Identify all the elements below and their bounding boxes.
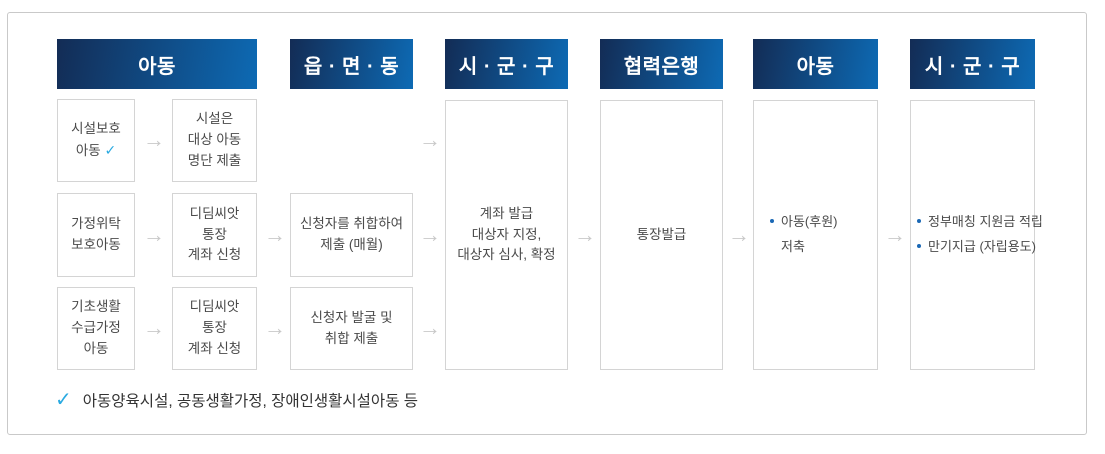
- flow-arrow: →: [419, 222, 441, 247]
- box-line: 기초생활: [71, 299, 121, 315]
- bullet-text-continued: 저축: [781, 239, 805, 254]
- footnote: ✓ 아동양육시설, 공동생활가정, 장애인생활시설아동 등: [55, 389, 418, 411]
- box-line-text: 아동: [75, 143, 101, 158]
- flow-arrow: →: [419, 127, 441, 152]
- header-eup-myeon-dong: 읍 · 면 · 동: [290, 39, 413, 89]
- box-line: 가정위탁: [71, 216, 121, 232]
- bullet-text: 아동(후원): [781, 214, 838, 230]
- box-institution-submit-list: 시설은 대상 아동 명단 제출: [172, 99, 257, 182]
- box-institution-child: 시설보호 아동 ✓: [57, 99, 135, 182]
- box-line: 대상자 심사, 확정: [457, 247, 556, 263]
- box-account-issue-review: 계좌 발급 대상자 지정, 대상자 심사, 확정: [445, 100, 568, 370]
- box-line: 제출 (매월): [320, 237, 383, 252]
- header-partner-bank: 협력은행: [600, 39, 723, 89]
- box-line: 아동: [83, 340, 109, 356]
- box-line: 신청자 발굴 및: [310, 309, 393, 325]
- box-child-sponsor-savings: 아동(후원) 저축: [753, 100, 878, 370]
- box-line: 취합 제출: [324, 330, 379, 346]
- bullet-icon: [917, 244, 921, 248]
- box-line: 통장발급: [636, 226, 687, 242]
- bullet-item: 아동(후원): [770, 210, 838, 235]
- flow-arrow: →: [419, 315, 441, 340]
- header-child-2: 아동: [753, 39, 878, 89]
- box-line: 시설보호: [71, 121, 121, 137]
- box-basic-livelihood-child: 기초생활 수급가정 아동: [57, 287, 135, 370]
- header-si-gun-gu-2: 시 · 군 · 구: [910, 39, 1035, 89]
- header-si-gun-gu-1: 시 · 군 · 구: [445, 39, 568, 89]
- bullet-item: 정부매칭 지원금 적립: [917, 210, 1043, 235]
- box-line: 대상 아동: [187, 132, 242, 148]
- flow-arrow: →: [884, 222, 906, 247]
- check-icon: ✓: [55, 389, 72, 411]
- bullet-icon: [770, 219, 774, 224]
- box-line: 계좌 발급: [479, 205, 534, 221]
- bullet-text: 정부매칭 지원금 적립: [928, 214, 1043, 230]
- box-line: 보호아동: [71, 237, 121, 252]
- box-collect-submit-monthly: 신청자를 취합하여 제출 (매월): [290, 193, 413, 277]
- bullet-icon: [917, 219, 921, 224]
- footnote-text: 아동양육시설, 공동생활가정, 장애인생활시설아동 등: [82, 393, 419, 410]
- box-line: 수급가정: [71, 320, 121, 336]
- flow-arrow: →: [728, 222, 750, 247]
- box-line: 시설은: [195, 111, 234, 127]
- box-line: 통장: [202, 226, 227, 242]
- flow-arrow: →: [143, 222, 165, 247]
- box-line: 통장: [202, 320, 227, 336]
- box-line: 신청자를 취합하여: [299, 216, 404, 232]
- box-line: 계좌 신청: [187, 340, 242, 356]
- flow-arrow: →: [143, 315, 165, 340]
- bullet-item: 만기지급 (자립용도): [917, 235, 1036, 260]
- box-line: 계좌 신청: [187, 247, 242, 263]
- flow-arrow: →: [264, 315, 286, 340]
- box-line: 아동 ✓: [76, 140, 116, 162]
- box-foster-care-child: 가정위탁 보호아동: [57, 193, 135, 277]
- box-line: 디딤씨앗: [189, 299, 240, 315]
- check-icon: ✓: [104, 142, 117, 158]
- box-didim-account-apply-1: 디딤씨앗 통장 계좌 신청: [172, 193, 257, 277]
- bullet-text: 만기지급 (자립용도): [928, 239, 1036, 254]
- box-gov-matching-payout: 정부매칭 지원금 적립 만기지급 (자립용도): [910, 100, 1043, 370]
- box-line: 명단 제출: [187, 152, 242, 168]
- flow-arrow: →: [574, 222, 596, 247]
- box-didim-account-apply-2: 디딤씨앗 통장 계좌 신청: [172, 287, 257, 370]
- box-find-collect-submit: 신청자 발굴 및 취합 제출: [290, 287, 413, 370]
- box-line: 디딤씨앗: [189, 205, 240, 221]
- box-passbook-issue: 통장발급: [600, 100, 723, 370]
- box-line: 대상자 지정,: [471, 226, 542, 242]
- flow-arrow: →: [143, 127, 165, 152]
- flow-arrow: →: [264, 222, 286, 247]
- header-child-1: 아동: [57, 39, 257, 89]
- panel-border: [7, 12, 1087, 435]
